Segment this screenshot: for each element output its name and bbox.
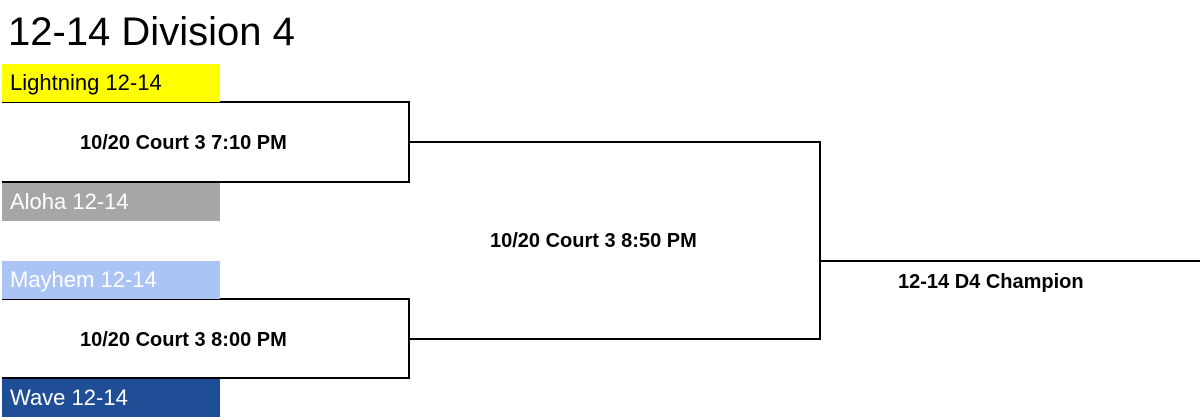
game1-schedule: 10/20 Court 3 7:10 PM — [80, 132, 287, 154]
team-name: Lightning 12-14 — [10, 70, 162, 95]
game2-schedule: 10/20 Court 3 8:00 PM — [80, 329, 287, 351]
team-slot-lightning: Lightning 12-14 — [2, 64, 220, 102]
final-schedule: 10/20 Court 3 8:50 PM — [490, 230, 697, 252]
team-name: Wave 12-14 — [10, 385, 128, 410]
team-name: Aloha 12-14 — [10, 189, 129, 214]
page-title: 12-14 Division 4 — [8, 10, 295, 54]
bracket-line-final — [409, 141, 821, 340]
team-slot-wave: Wave 12-14 — [2, 379, 220, 417]
team-slot-mayhem: Mayhem 12-14 — [2, 261, 220, 299]
team-slot-aloha: Aloha 12-14 — [2, 183, 220, 221]
champion-label: 12-14 D4 Champion — [898, 271, 1084, 293]
team-name: Mayhem 12-14 — [10, 267, 157, 292]
